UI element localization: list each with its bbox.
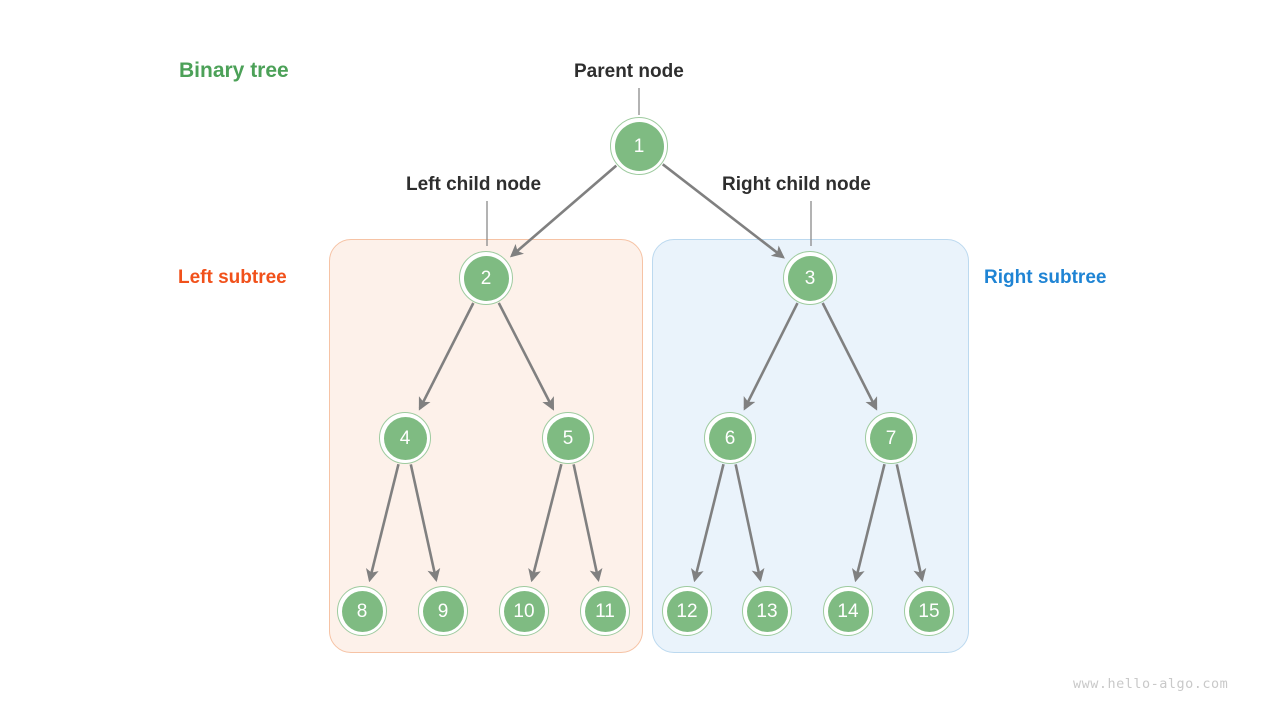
- tree-node-disc: 13: [746, 590, 788, 632]
- tree-node-disc: 15: [908, 590, 950, 632]
- tree-edge-5-11: [572, 464, 603, 582]
- tree-edge-2-4: [418, 302, 475, 411]
- tree-node-disc: 8: [341, 590, 383, 632]
- tree-node-value: 12: [676, 600, 698, 622]
- tree-node-3: 3: [783, 251, 837, 305]
- tree-edge-4-9: [409, 464, 441, 583]
- tree-node-value: 10: [513, 600, 535, 622]
- tree-node-disc: 10: [503, 590, 545, 632]
- tree-edge-1-2: [509, 164, 618, 258]
- annotation-right-child-node: Right child node: [722, 174, 871, 195]
- tree-node-value: 9: [437, 600, 449, 622]
- tree-node-15: 15: [904, 586, 954, 636]
- tree-node-value: 3: [804, 267, 816, 289]
- annotation-left-subtree: Left subtree: [178, 267, 287, 288]
- tree-node-value: 11: [595, 600, 615, 622]
- tree-edge-7-15: [895, 464, 927, 583]
- tree-edges: [365, 163, 927, 583]
- tree-node-4: 4: [379, 412, 431, 464]
- tree-node-disc: 14: [827, 590, 869, 632]
- site-watermark: www.hello-algo.com: [1073, 676, 1229, 692]
- tree-node-value: 14: [837, 600, 859, 622]
- tree-node-disc: 9: [422, 590, 464, 632]
- annotation-right-subtree: Right subtree: [984, 267, 1107, 288]
- tree-node-disc: 7: [869, 416, 913, 460]
- tree-node-9: 9: [418, 586, 468, 636]
- tree-node-value: 15: [918, 600, 940, 622]
- tree-node-12: 12: [662, 586, 712, 636]
- tree-edge-6-13: [734, 464, 765, 582]
- tree-node-value: 13: [756, 600, 778, 622]
- tree-edge-3-6: [743, 302, 799, 411]
- tree-node-8: 8: [337, 586, 387, 636]
- tree-node-5: 5: [542, 412, 594, 464]
- tree-node-disc: 1: [614, 121, 664, 171]
- tree-node-disc: 6: [708, 416, 752, 460]
- tree-node-13: 13: [742, 586, 792, 636]
- annotation-parent-node: Parent node: [574, 61, 684, 82]
- tree-edge-4-8: [365, 463, 400, 583]
- tree-node-disc: 5: [546, 416, 590, 460]
- annotation-left-child-node: Left child node: [406, 174, 542, 195]
- page-title: Binary tree: [179, 59, 289, 82]
- tree-node-6: 6: [704, 412, 756, 464]
- tree-edge-6-12: [690, 463, 725, 583]
- tree-edge-7-14: [851, 463, 886, 583]
- tree-node-7: 7: [865, 412, 917, 464]
- tree-node-disc: 11: [584, 590, 626, 632]
- tree-node-value: 7: [885, 427, 897, 449]
- tree-node-1: 1: [610, 117, 668, 175]
- tree-node-value: 6: [724, 427, 736, 449]
- tree-node-disc: 2: [463, 255, 509, 301]
- tree-node-value: 1: [633, 135, 645, 157]
- tree-node-11: 11: [580, 586, 630, 636]
- tree-node-14: 14: [823, 586, 873, 636]
- tree-edge-5-10: [528, 463, 563, 583]
- tree-edge-3-7: [821, 302, 878, 411]
- tree-node-disc: 12: [666, 590, 708, 632]
- tree-edge-1-3: [661, 163, 785, 259]
- tree-node-disc: 3: [787, 255, 833, 301]
- tree-node-2: 2: [459, 251, 513, 305]
- tree-node-10: 10: [499, 586, 549, 636]
- annotation-leader-lines: [486, 88, 812, 246]
- tree-node-value: 8: [356, 600, 368, 622]
- tree-node-disc: 4: [383, 416, 427, 460]
- tree-node-value: 4: [399, 427, 411, 449]
- tree-edge-2-5: [497, 302, 555, 411]
- tree-node-value: 2: [480, 267, 492, 289]
- tree-node-value: 5: [562, 427, 574, 449]
